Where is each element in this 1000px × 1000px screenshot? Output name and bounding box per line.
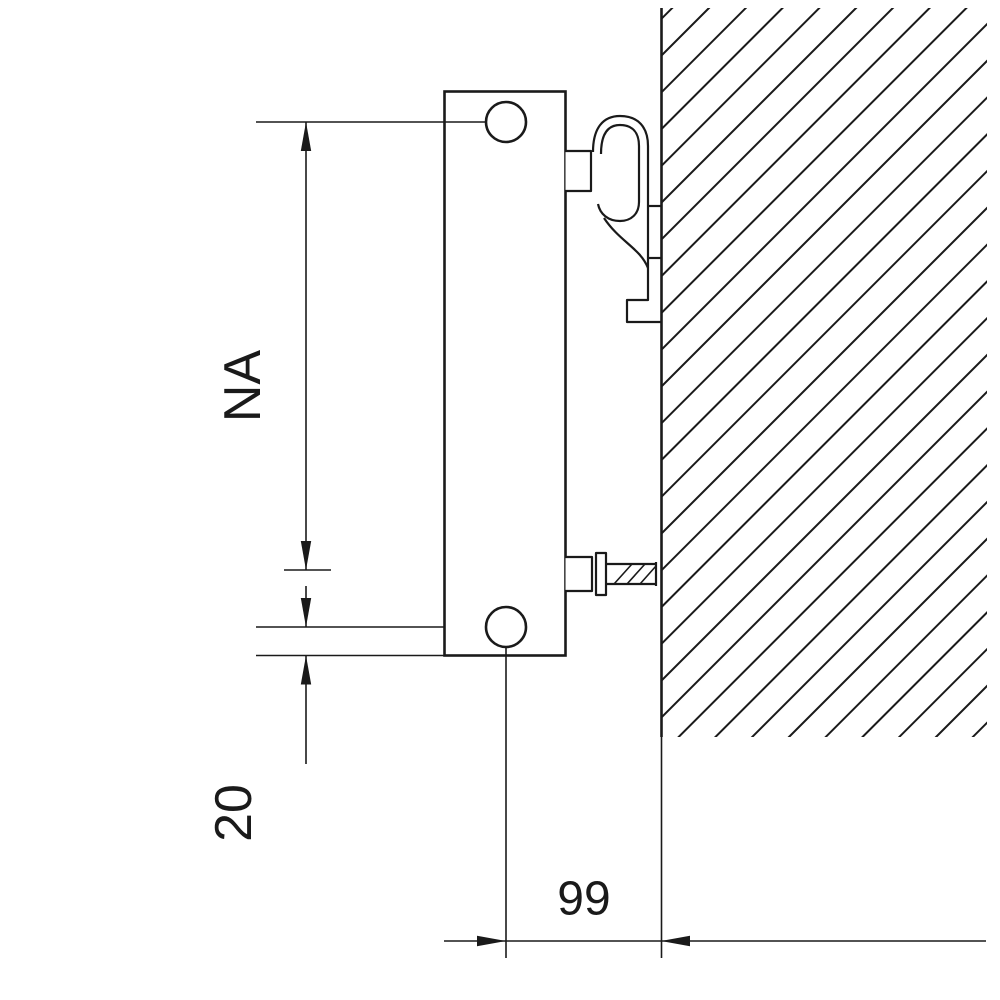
top-wall-bracket xyxy=(565,114,661,324)
dimension-99: 99 xyxy=(444,647,986,958)
dimension-20: 20 xyxy=(205,586,444,842)
wall-hatch xyxy=(661,8,987,737)
dim99-arrow-right xyxy=(477,935,506,947)
bottom-hub-port xyxy=(484,605,528,649)
anchor-washer xyxy=(594,551,608,597)
dim99-arrow-left xyxy=(661,935,690,947)
anchor-bolt-hatch xyxy=(613,563,657,585)
bottom-wall-anchor xyxy=(565,551,658,597)
bracket-clip-outer xyxy=(591,114,661,324)
dimension-na: NA xyxy=(214,121,486,571)
wall-section xyxy=(660,8,987,958)
bracket-clip-inner xyxy=(596,123,641,223)
dim99-label: 99 xyxy=(557,873,610,926)
dim20-label: 20 xyxy=(205,784,263,842)
dim20-arrow-up xyxy=(300,655,312,685)
dim20-arrow-down xyxy=(300,598,312,627)
radiator-outline xyxy=(443,90,567,657)
top-hub-port xyxy=(484,100,528,144)
anchor-lug xyxy=(565,555,594,593)
bracket-profile-curve xyxy=(603,217,650,269)
na-label: NA xyxy=(214,350,272,423)
radiator-body xyxy=(443,90,567,657)
na-arrow-up xyxy=(300,122,312,151)
bracket-lug xyxy=(565,149,593,193)
na-arrow-down xyxy=(300,541,312,570)
